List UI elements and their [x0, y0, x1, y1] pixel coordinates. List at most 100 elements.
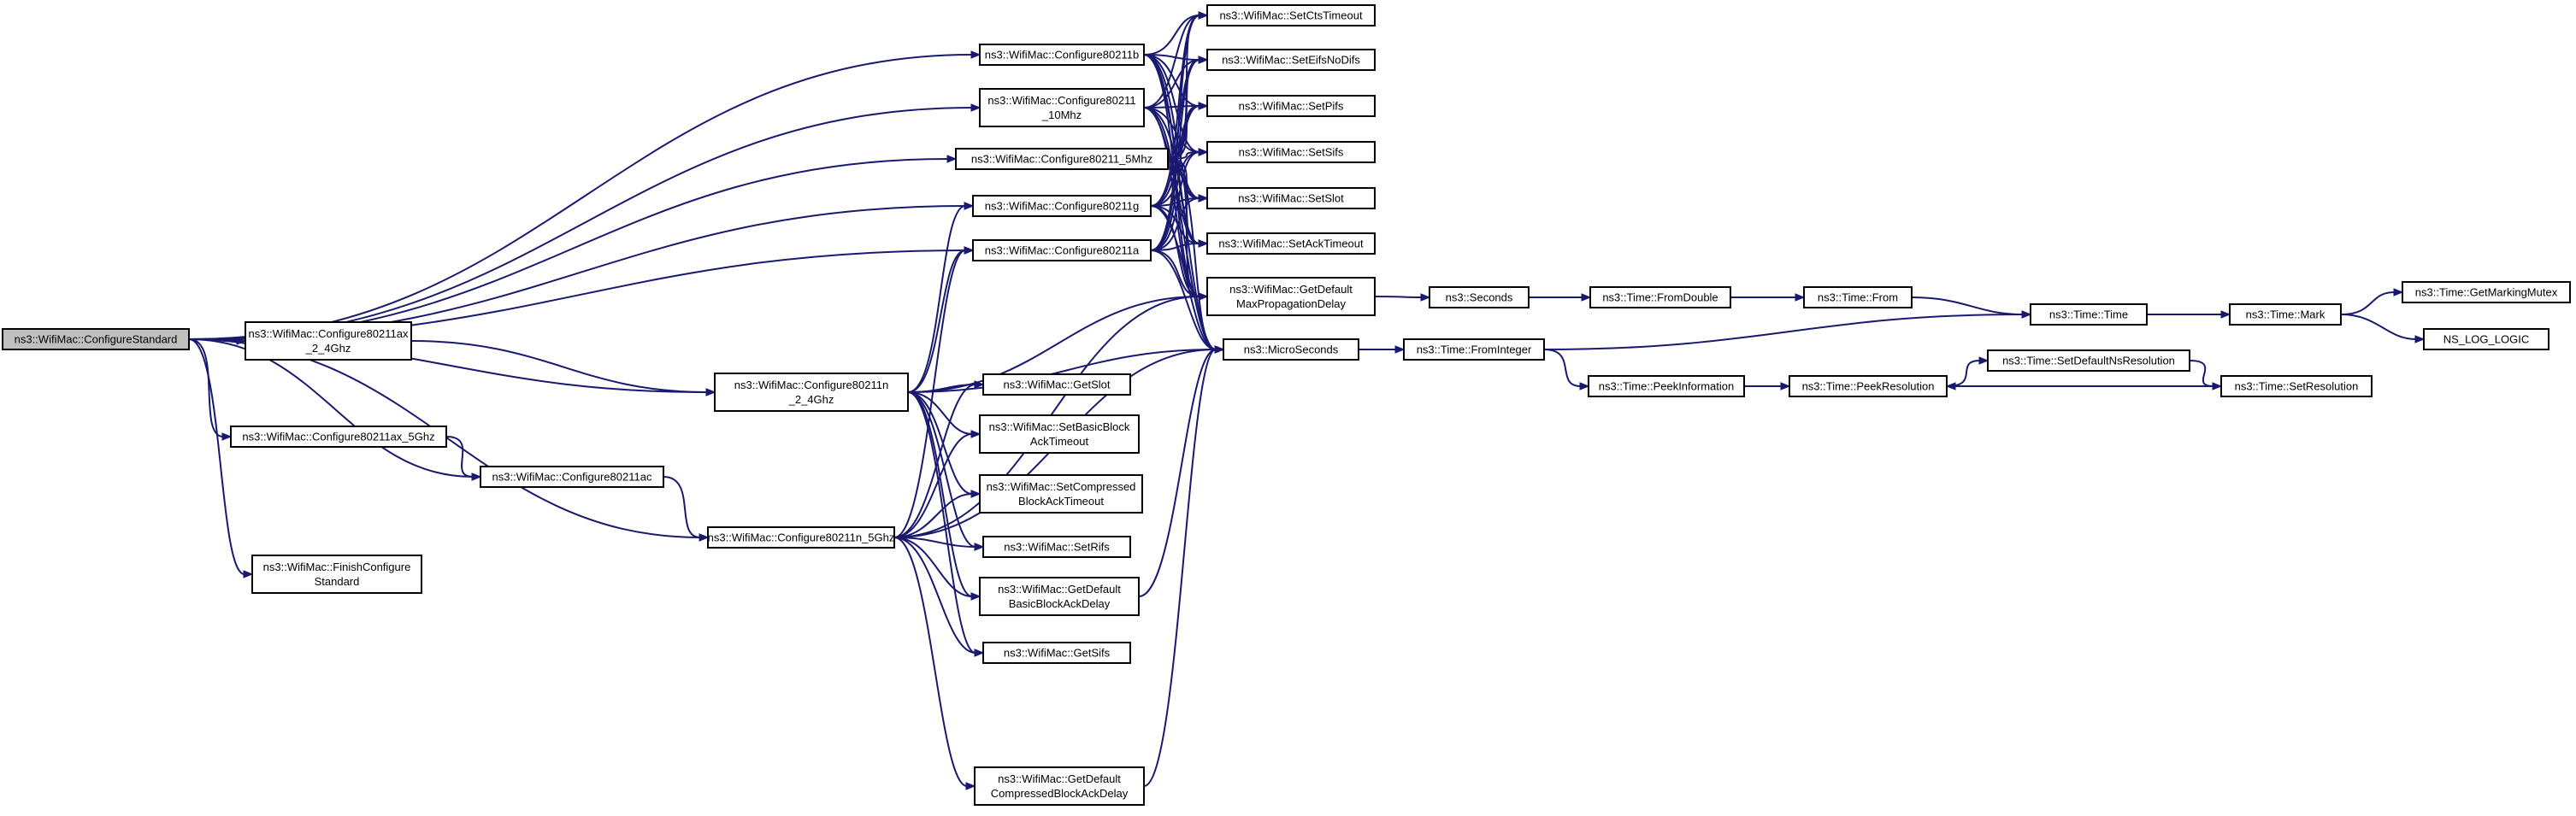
node-label: ns3::Time::Time [2049, 308, 2128, 321]
node-wifimac-configure80211ac[interactable]: ns3::WifiMac::Configure80211ac [480, 466, 664, 488]
edge-n7-n4 [907, 205, 966, 393]
node-label: ns3::Seconds [1446, 291, 1513, 304]
node-time-setresolution[interactable]: ns3::Time::SetResolution [2220, 375, 2373, 397]
node-wifimac-configure80211-10mhz[interactable]: ns3::WifiMac::Configure80211_10Mhz [979, 88, 1145, 127]
node-wifimac-configure80211g[interactable]: ns3::WifiMac::Configure80211g [972, 195, 1152, 217]
node-wifimac-getdefaultmaxpropagationdelay[interactable]: ns3::WifiMac::GetDefaultMaxPropagationDe… [1206, 277, 1376, 316]
node-time-getmarkingmutex[interactable]: ns3::Time::GetMarkingMutex [2402, 281, 2571, 303]
node-box [2030, 303, 2148, 326]
node-wifimac-setslot[interactable]: ns3::WifiMac::SetSlot [1206, 187, 1376, 209]
arrowhead-n31-n33 [2414, 335, 2426, 343]
edge-n37-n38 [2189, 360, 2214, 387]
node-label: Standard [315, 575, 360, 588]
edge-n36-n37 [1946, 360, 1981, 387]
node-time-time[interactable]: ns3::Time::Time [2030, 303, 2148, 326]
arrowhead-n10-n21 [970, 430, 981, 438]
edge-n7-n24 [907, 391, 973, 597]
arrowhead-n28-n29 [1795, 293, 1806, 302]
node-ns-log-logic[interactable]: NS_LOG_LOGIC [2423, 328, 2549, 350]
node-box [2402, 281, 2571, 303]
node-label: NS_LOG_LOGIC [2443, 333, 2529, 346]
edge-n5-n14 [1150, 105, 1200, 251]
node-label: ns3::WifiMac::SetCtsTimeout [1219, 9, 1363, 22]
node-wifimac-setacktimeout[interactable]: ns3::WifiMac::SetAckTimeout [1206, 232, 1376, 255]
arrowhead-n0-n1 [970, 50, 981, 59]
node-wifimac-configure80211ax-5ghz[interactable]: ns3::WifiMac::Configure80211ax_5Ghz [230, 426, 447, 448]
node-wifimac-configure80211-5mhz[interactable]: ns3::WifiMac::Configure80211_5Mhz [955, 148, 1169, 170]
node-wifimac-configure80211n-2-4ghz[interactable]: ns3::WifiMac::Configure80211n_2_4Ghz [714, 373, 909, 412]
edge-n10-n5 [893, 249, 966, 538]
node-label: ns3::WifiMac::GetDefault [1229, 283, 1353, 296]
arrowhead-n5-n15 [1198, 148, 1209, 156]
edge-n5-n19 [1150, 249, 1217, 350]
edge-n5-n18 [1150, 249, 1200, 297]
edges-layer [188, 11, 2426, 790]
node-label: ns3::WifiMac::ConfigureStandard [15, 333, 178, 346]
arrowhead-n5-n14 [1198, 102, 1209, 110]
node-wifimac-getslot[interactable]: ns3::WifiMac::GetSlot [982, 373, 1131, 396]
arrowhead-n30-n31 [2220, 310, 2231, 319]
node-wifimac-getdefaultcompressedblockackdelay[interactable]: ns3::WifiMac::GetDefaultCompressedBlockA… [974, 766, 1145, 806]
node-time-from[interactable]: ns3::Time::From [1803, 286, 1913, 308]
node-label: MaxPropagationDelay [1236, 297, 1346, 310]
node-wifimac-setcompressedblockacktimeout[interactable]: ns3::WifiMac::SetCompressedBlockAckTimeo… [979, 474, 1143, 514]
node-wifimac-setrifs[interactable]: ns3::WifiMac::SetRifs [982, 536, 1131, 558]
node-time-fromdouble[interactable]: ns3::Time::FromDouble [1589, 286, 1731, 308]
arrowhead-n5-n12 [1198, 11, 1209, 20]
node-label: ns3::WifiMac::GetDefault [998, 772, 1121, 785]
node-label: ns3::WifiMac::SetBasicBlock [989, 420, 1130, 433]
arrowhead-n8-n9 [471, 473, 482, 481]
node-time-peekresolution[interactable]: ns3::Time::PeekResolution [1789, 375, 1948, 397]
edge-n29-n30 [1911, 296, 2024, 315]
node-box [707, 526, 895, 549]
node-label: ns3::Time::From [1818, 291, 1898, 304]
node-wifimac-setctstimeout[interactable]: ns3::WifiMac::SetCtsTimeout [1206, 4, 1376, 26]
node-label: ns3::Time::PeekInformation [1599, 380, 1734, 393]
edge-n5-n17 [1150, 243, 1200, 251]
arrowhead-n31-n32 [2393, 288, 2404, 296]
edge-n0-n1 [188, 54, 973, 340]
node-wifimac-configure80211b[interactable]: ns3::WifiMac::Configure80211b [979, 44, 1145, 66]
node-box [1987, 349, 2190, 372]
node-seconds[interactable]: ns3::Seconds [1429, 286, 1530, 308]
edge-n10-n24 [893, 537, 973, 597]
node-wifimac-setpifs[interactable]: ns3::WifiMac::SetPifs [1206, 95, 1376, 117]
node-box [1789, 375, 1948, 397]
node-wifimac-configure80211n-5ghz[interactable]: ns3::WifiMac::Configure80211n_5Ghz [707, 526, 895, 549]
node-time-peekinformation[interactable]: ns3::Time::PeekInformation [1588, 375, 1745, 397]
node-wifimac-seteifsnodifs[interactable]: ns3::WifiMac::SetEifsNoDifs [1206, 49, 1376, 71]
node-box [982, 536, 1131, 558]
node-time-mark[interactable]: ns3::Time::Mark [2229, 303, 2342, 326]
arrowhead-n10-n25 [974, 649, 985, 657]
node-microseconds[interactable]: ns3::MicroSeconds [1223, 338, 1359, 361]
arrowhead-n36-n37 [1978, 356, 1989, 365]
node-label: AckTimeout [1030, 435, 1089, 448]
arrowhead-n0-n11 [243, 570, 254, 578]
node-wifimac-setsifs[interactable]: ns3::WifiMac::SetSifs [1206, 141, 1376, 163]
arrowhead-n5-n17 [1198, 239, 1209, 248]
node-wifimac-configure80211ax-2-4ghz[interactable]: ns3::WifiMac::Configure80211ax_2_4Ghz [245, 321, 412, 361]
edge-n1-n12 [1143, 15, 1200, 56]
edge-n0-n9 [188, 338, 474, 478]
node-wifimac-configurestandard[interactable]: ns3::WifiMac::ConfigureStandard [2, 328, 190, 350]
edge-n5-n15 [1150, 151, 1200, 251]
node-box [979, 474, 1143, 514]
arrowhead-n26-n19 [1214, 345, 1225, 354]
node-box [979, 414, 1140, 454]
arrowhead-n10-n5 [964, 246, 975, 255]
edge-n0-n8 [188, 338, 224, 437]
node-wifimac-configure80211a[interactable]: ns3::WifiMac::Configure80211a [972, 239, 1152, 261]
node-label: ns3::Time::PeekResolution [1802, 380, 1935, 393]
arrowhead-n0-n2 [970, 103, 981, 112]
edge-n9-n10 [663, 476, 701, 538]
node-time-setdefaultnsresolution[interactable]: ns3::Time::SetDefaultNsResolution [1987, 349, 2190, 372]
node-wifimac-getsifs[interactable]: ns3::WifiMac::GetSifs [982, 642, 1131, 664]
edge-n0-n11 [188, 338, 245, 575]
node-wifimac-getdefaultbasicblockackdelay[interactable]: ns3::WifiMac::GetDefaultBasicBlockAckDel… [979, 577, 1140, 616]
node-box [251, 555, 422, 594]
node-label: ns3::Time::Mark [2246, 308, 2325, 321]
node-time-frominteger[interactable]: ns3::Time::FromInteger [1403, 338, 1545, 361]
